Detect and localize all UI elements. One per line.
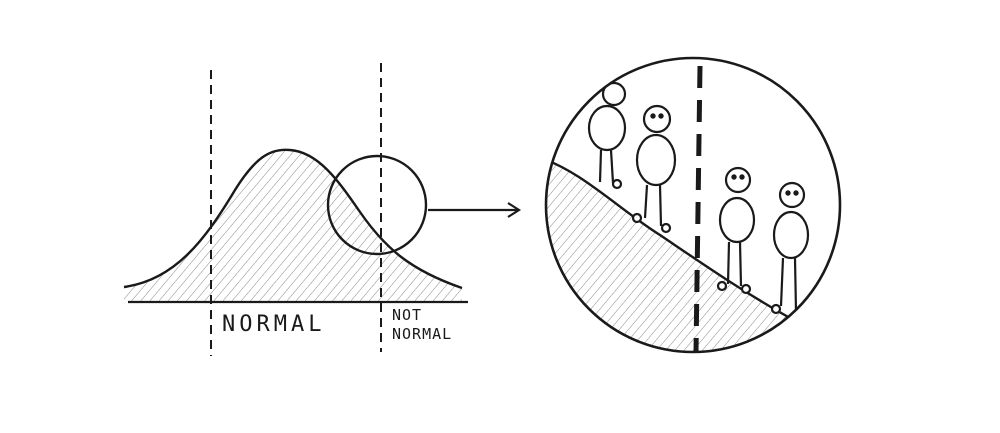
figure-3-icon (716, 166, 756, 295)
normal-label: NORMAL (222, 312, 326, 337)
zoom-cutoff-line (693, 65, 703, 352)
curve-fill (124, 149, 462, 301)
not-normal-label: NOT NORMAL (392, 306, 452, 344)
not-normal-label-line1: NOT (392, 306, 423, 324)
zoom-circle-outline (544, 56, 842, 354)
bell-curve (123, 63, 468, 356)
magnifier-circle (326, 154, 428, 256)
zoom-curve-fill (546, 158, 800, 352)
zoom-circle (544, 56, 842, 354)
curve-line (123, 148, 463, 290)
figure-4-icon (770, 181, 810, 315)
figure-2-icon (631, 104, 677, 234)
figure-1-icon (587, 81, 627, 190)
not-normal-label-line2: NORMAL (392, 325, 453, 343)
arrow-right-icon (428, 202, 522, 218)
